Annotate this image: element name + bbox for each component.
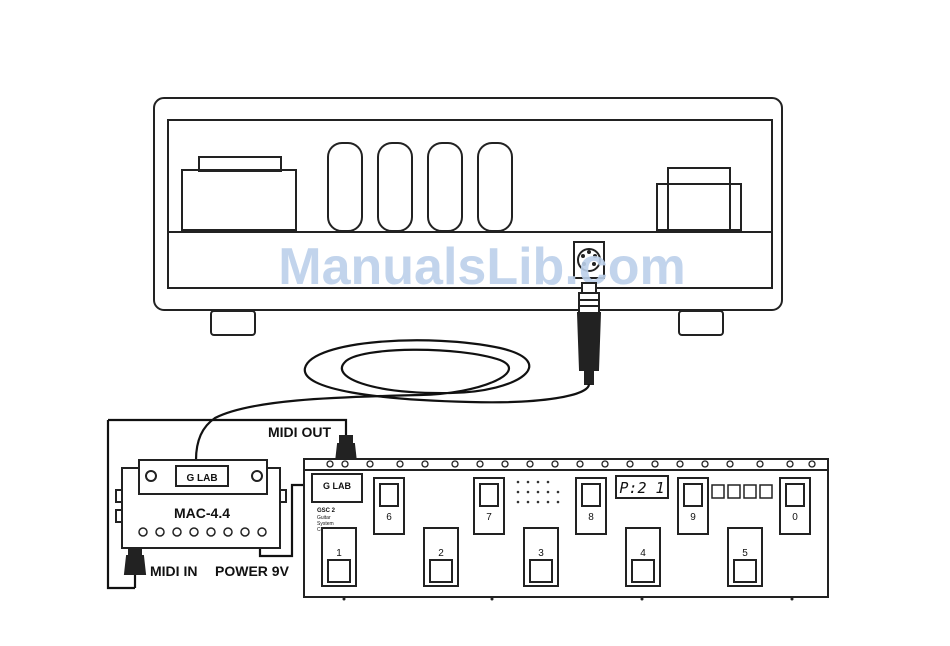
tube-4 xyxy=(478,143,512,231)
switch-label-6: 6 xyxy=(386,512,392,523)
switch-label-9: 9 xyxy=(690,512,696,523)
gsc-brand: G LAB xyxy=(323,481,351,491)
transformer-right-base xyxy=(657,184,741,230)
switch-label-7: 7 xyxy=(486,512,492,523)
tube-3 xyxy=(428,143,462,231)
transformer-cap xyxy=(199,157,281,171)
label-midi-out: MIDI OUT xyxy=(268,424,331,440)
label-midi-in: MIDI IN xyxy=(150,563,197,579)
footswitch-8 xyxy=(576,478,606,534)
mac-side-jack-3 xyxy=(280,490,286,502)
watermark-text: ManualsLib.com xyxy=(278,238,685,296)
switch-label-0: 0 xyxy=(792,512,798,523)
midi-plug-amp xyxy=(578,283,600,384)
label-power: POWER 9V xyxy=(215,563,290,579)
footswitch-0 xyxy=(780,478,810,534)
switch-label-1: 1 xyxy=(336,548,342,559)
amplifier-foot-left xyxy=(211,311,255,335)
gsc-display-text: P:2 1 xyxy=(619,479,664,497)
mac-side-jack-1 xyxy=(116,490,122,502)
tube-1 xyxy=(328,143,362,231)
tube-2 xyxy=(378,143,412,231)
transformer-left xyxy=(182,170,296,230)
midi-cable-coil xyxy=(196,340,589,460)
gsc-model: GSC 2 xyxy=(317,508,336,514)
footswitch-7 xyxy=(474,478,504,534)
amplifier-foot-right xyxy=(679,311,723,335)
switch-label-2: 2 xyxy=(438,548,444,559)
switch-label-4: 4 xyxy=(640,548,646,559)
transformer-right xyxy=(668,168,730,230)
amplifier xyxy=(154,98,782,335)
switch-label-8: 8 xyxy=(588,512,594,523)
footswitch-9 xyxy=(678,478,708,534)
switch-label-5: 5 xyxy=(742,548,748,559)
mac-side-jack-2 xyxy=(116,510,122,522)
mac-brand: G LAB xyxy=(186,473,217,484)
footswitch-6 xyxy=(374,478,404,534)
midi-in-plug xyxy=(125,548,145,574)
switch-label-3: 3 xyxy=(538,548,544,559)
mac-screw-right xyxy=(252,471,262,481)
mac-model: MAC-4.4 xyxy=(174,505,230,521)
mac-screw-left xyxy=(146,471,156,481)
